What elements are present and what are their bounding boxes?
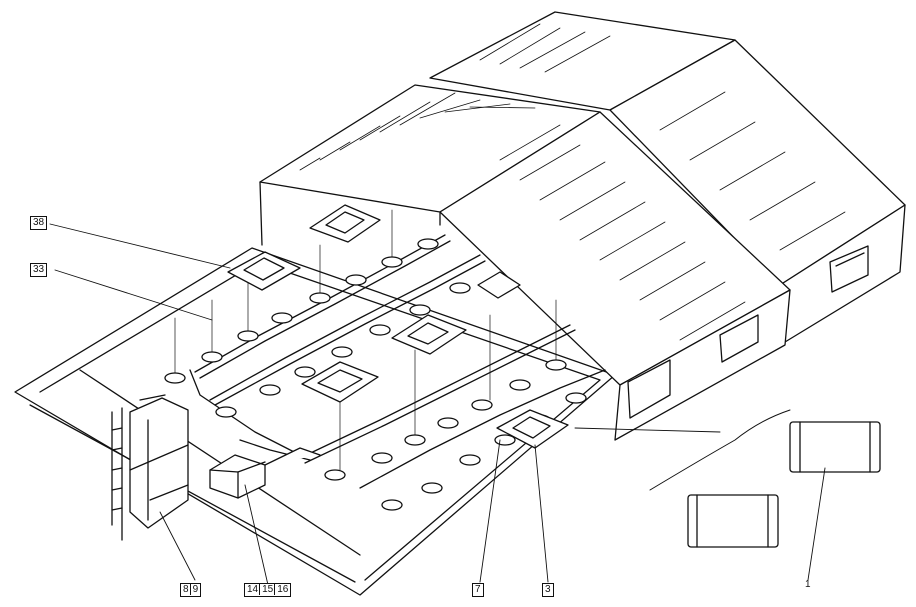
callout-33: 33 <box>30 263 48 277</box>
small-house-2 <box>687 494 779 548</box>
far-roof <box>429 11 906 343</box>
leader-lines <box>49 223 826 586</box>
callout-7-text: 7 <box>475 584 481 595</box>
callout-14-text: 14 <box>247 584 259 595</box>
roof-ribs <box>299 23 846 341</box>
brooders <box>227 204 569 449</box>
callout-38: 38 <box>30 216 48 230</box>
main-roof <box>259 84 791 441</box>
callout-7: 7 <box>472 583 484 597</box>
callout-33-text: 33 <box>33 264 45 275</box>
callout-15-text: 15 <box>259 584 274 595</box>
callout-1: 1 <box>805 579 811 590</box>
callout-16-text: 16 <box>274 584 289 595</box>
callout-3: 3 <box>542 583 554 597</box>
callout-9-text: 9 <box>189 584 199 595</box>
feed-pipes <box>189 234 606 489</box>
callout-3-text: 3 <box>545 584 551 595</box>
callout-38-text: 38 <box>33 217 45 228</box>
feed-silo <box>111 394 189 541</box>
feed-machinery <box>209 447 321 499</box>
callout-8-text: 8 <box>183 584 189 595</box>
hanging-wires <box>174 209 557 471</box>
boundary-curve <box>649 409 791 491</box>
small-house-1 <box>789 421 881 473</box>
callout-1-text: 1 <box>805 579 811 590</box>
